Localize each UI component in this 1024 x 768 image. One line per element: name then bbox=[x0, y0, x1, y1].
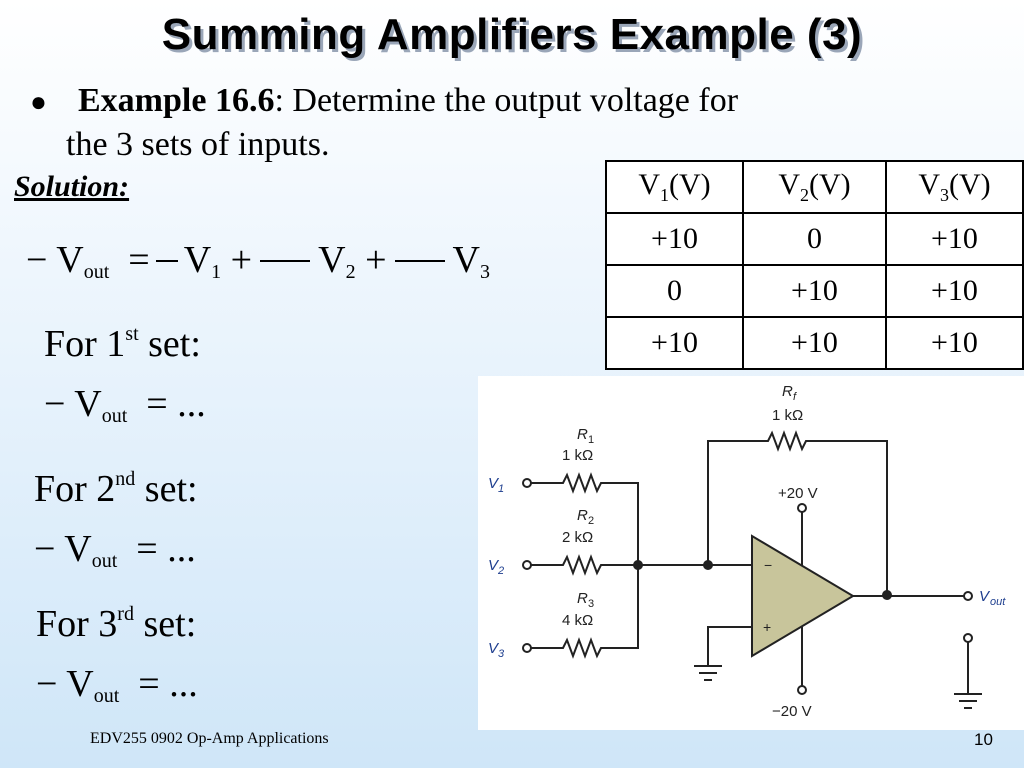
table-cell: +10 bbox=[742, 316, 887, 370]
set-1-result: − Vout = ... bbox=[44, 383, 206, 427]
set-1-heading: For 1st set: bbox=[44, 323, 201, 365]
v2-terminal bbox=[522, 560, 532, 570]
svg-text:1: 1 bbox=[588, 434, 594, 446]
table-header-v2: V2(V) bbox=[742, 160, 887, 214]
junction-dot bbox=[633, 560, 643, 570]
summing-equation: − Vout =V1 +V2 +V3 bbox=[26, 239, 490, 283]
table-cell: +10 bbox=[604, 212, 745, 266]
v3-label: V bbox=[488, 640, 500, 657]
v2-label: V bbox=[488, 557, 500, 574]
r1-label: R bbox=[577, 426, 588, 443]
table-header-v1: V1(V) bbox=[604, 160, 745, 214]
table-cell: 0 bbox=[604, 264, 745, 318]
r2-label: R bbox=[577, 507, 588, 524]
v1-terminal bbox=[522, 478, 532, 488]
v3-terminal bbox=[522, 643, 532, 653]
example-text-continued: the 3 sets of inputs. bbox=[66, 126, 330, 163]
set-2-heading: For 2nd set: bbox=[34, 468, 198, 510]
table-cell: +10 bbox=[884, 212, 1024, 266]
solution-label: Solution: bbox=[14, 170, 130, 203]
circuit-schematic: R 1 1 kΩ R 2 2 kΩ R 3 4 kΩ R f 1 kΩ +20 … bbox=[488, 383, 1006, 720]
table-header-row: V1(V) V2(V) V3(V) bbox=[604, 160, 1024, 214]
r3-value: 4 kΩ bbox=[562, 612, 593, 629]
example-bullet: ● Example 16.6: Determine the output volt… bbox=[30, 80, 990, 124]
table-header-v3: V3(V) bbox=[884, 160, 1024, 214]
rf-label: R bbox=[782, 383, 793, 400]
set-3-result: − Vout = ... bbox=[36, 663, 198, 707]
rf-resistor bbox=[707, 430, 888, 595]
example-text: : Determine the output voltage for bbox=[274, 82, 739, 119]
footer-course-label: EDV255 0902 Op-Amp Applications bbox=[90, 730, 329, 747]
table-row: +10 0 +10 bbox=[604, 212, 1024, 266]
table-row: +10 +10 +10 bbox=[604, 316, 1024, 370]
r2-value: 2 kΩ bbox=[562, 529, 593, 546]
r1-value: 1 kΩ bbox=[562, 447, 593, 464]
r3-label: R bbox=[577, 590, 588, 607]
set-2-result: − Vout = ... bbox=[34, 528, 196, 572]
slide-title: Summing Amplifiers Example (3) bbox=[161, 10, 863, 59]
svg-text:2: 2 bbox=[588, 515, 594, 527]
v1-label: V bbox=[488, 475, 500, 492]
svg-text:3: 3 bbox=[498, 648, 505, 660]
bullet-dot: ● bbox=[30, 87, 47, 118]
vout-label: V bbox=[979, 588, 991, 605]
table-cell: +10 bbox=[884, 316, 1024, 370]
svg-text:2: 2 bbox=[497, 565, 504, 577]
r3-resistor bbox=[531, 565, 639, 659]
example-number: Example 16.6 bbox=[78, 82, 275, 119]
svg-text:out: out bbox=[990, 596, 1006, 608]
svg-text:3: 3 bbox=[588, 598, 594, 610]
svg-text:1: 1 bbox=[498, 483, 504, 495]
set-3-heading: For 3rd set: bbox=[36, 603, 197, 645]
noninverting-input-sign: + bbox=[763, 619, 771, 635]
summing-amplifier-circuit: R 1 1 kΩ R 2 2 kΩ R 3 4 kΩ R f 1 kΩ +20 … bbox=[478, 376, 1024, 730]
r1-resistor bbox=[531, 472, 639, 565]
table-cell: 0 bbox=[742, 212, 887, 266]
vout-terminal bbox=[963, 591, 973, 601]
svg-text:f: f bbox=[793, 391, 797, 403]
page-number: 10 bbox=[974, 730, 993, 749]
r2-resistor bbox=[531, 554, 706, 576]
positive-supply-label: +20 V bbox=[778, 485, 818, 502]
table-row: 0 +10 +10 bbox=[604, 264, 1024, 318]
negative-supply-label: −20 V bbox=[772, 703, 812, 720]
table-cell: +10 bbox=[604, 316, 745, 370]
input-voltage-table: V1(V) V2(V) V3(V) +10 0 +10 0 +10 +10 +1… bbox=[604, 160, 1024, 370]
table-cell: +10 bbox=[884, 264, 1024, 318]
inverting-input-sign: − bbox=[764, 557, 772, 573]
rf-value: 1 kΩ bbox=[772, 407, 803, 424]
table-cell: +10 bbox=[742, 264, 887, 318]
